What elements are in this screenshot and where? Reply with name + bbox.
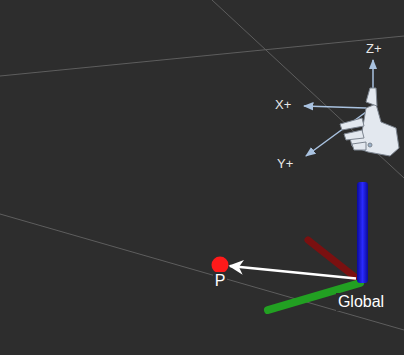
frame-origin: Global	[356, 274, 366, 284]
grid-lines	[0, 0, 404, 330]
point-dot: P	[211, 256, 229, 274]
global-frame-axes	[268, 182, 368, 310]
axis-label: X+	[275, 98, 291, 111]
axis-label: Z+	[366, 42, 382, 55]
point-dot-fill	[212, 257, 229, 274]
node-label: P	[213, 272, 228, 290]
position-vector-arrow	[230, 266, 356, 279]
z-axis	[357, 182, 368, 283]
axis-label: Y+	[277, 157, 293, 170]
right-hand-icon	[340, 88, 399, 156]
node-label: Global	[336, 293, 386, 311]
